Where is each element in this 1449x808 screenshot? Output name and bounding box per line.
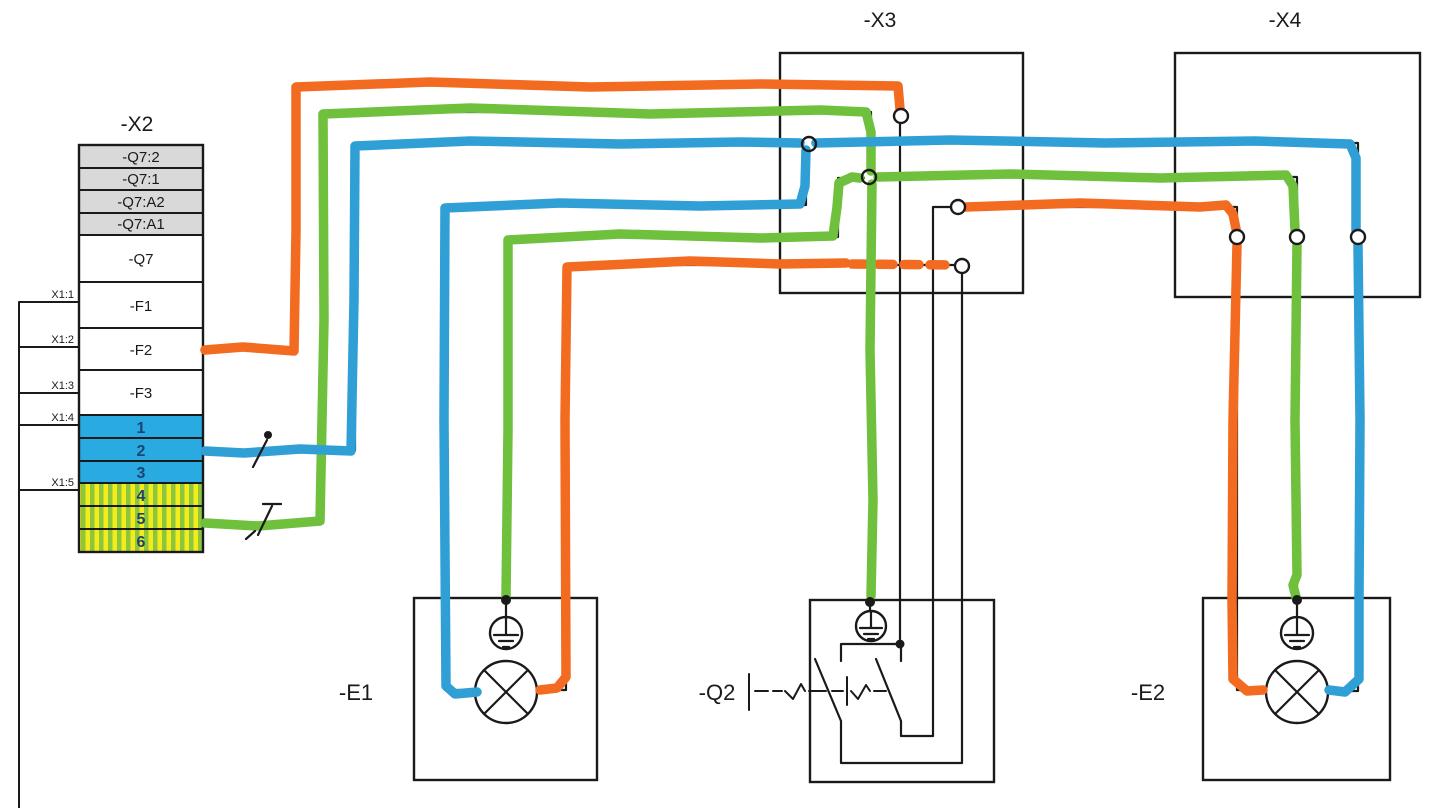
q2-earth-dot — [865, 597, 875, 607]
x2-row-label: -F3 — [130, 385, 153, 402]
x1-reference-bracket — [18, 301, 80, 808]
switch-mark-icon — [251, 438, 269, 469]
x1-ref-label: X1:4 — [51, 412, 74, 424]
wire-green-x4-to-e2 — [1288, 240, 1302, 602]
x2-row-label: 1 — [137, 420, 146, 437]
blue-neutral-conductors — [200, 135, 1365, 699]
wire-orange-x2f2-to-x3 — [200, 77, 905, 356]
orange-line-conductors — [200, 77, 1268, 696]
wire-green-e1-to-x3 — [501, 172, 865, 601]
x3-terminal — [949, 198, 967, 216]
x2-row-label: 4 — [137, 488, 146, 505]
x2-row — [78, 369, 204, 416]
e2-lamp-icon — [1264, 659, 1330, 725]
x2-row — [78, 234, 204, 283]
x2-row-label: 6 — [137, 534, 146, 551]
e2-earth-dot — [1292, 595, 1302, 605]
x2-row-label: 5 — [137, 511, 146, 528]
x3-terminal — [953, 257, 971, 275]
wire-blue-x2-2-to-x3 — [200, 136, 805, 458]
wire-blue-x3-to-x4 — [811, 135, 1361, 236]
q2-mechanical-linkage — [748, 673, 887, 711]
x2-row-label: -Q7:1 — [122, 171, 160, 188]
q2-junction-dot — [895, 639, 905, 649]
e2-label: -E2 — [1131, 680, 1165, 705]
x2-row-label: -F1 — [130, 298, 153, 315]
wire-orange-x4-to-e2 — [1227, 240, 1268, 696]
labels: -X2 -X3 -X4 -Q7:2 -Q7:1 -Q7:A2 -Q7:A1 -Q… — [51, 9, 1301, 705]
e1-earth-icon — [488, 598, 524, 651]
x2-row-label: -Q7 — [128, 251, 153, 268]
x1-ref-label: X1:1 — [51, 289, 74, 301]
q2-earth-icon — [854, 600, 888, 643]
wire-green-x3-to-q2 — [865, 179, 878, 601]
wire-blue-e1-to-x3 — [439, 145, 811, 699]
terminal-circles — [800, 107, 1367, 275]
wire-blue-x4-to-e2 — [1324, 240, 1365, 697]
wire-green-x3-to-x4 — [873, 169, 1300, 235]
junction-dots — [501, 595, 1302, 649]
e1-earth-dot — [501, 595, 511, 605]
x4-terminal — [1288, 228, 1306, 246]
green-earth-conductors — [200, 103, 1302, 602]
wire-orange-x3-to-x4 — [961, 198, 1241, 234]
wire-orange-e1-to-x3 — [535, 256, 851, 695]
x2-row-label: -Q7:2 — [122, 149, 160, 166]
switch-mark-icon — [244, 502, 283, 541]
q2-label: -Q2 — [699, 680, 736, 705]
x1-ref-label: X1:5 — [51, 477, 74, 489]
x3-terminal — [892, 107, 910, 125]
switch-mark-dot — [264, 431, 272, 439]
x2-row-label: -F2 — [130, 342, 153, 359]
x2-switch-marks — [244, 431, 283, 541]
x1-ref-label: X1:3 — [51, 380, 74, 392]
x3-title: -X3 — [864, 9, 897, 32]
x4-terminal — [1349, 228, 1367, 246]
x3-terminal — [860, 168, 878, 186]
wire-green-x2-5-to-x3 — [200, 103, 876, 531]
e1-lamp-icon — [473, 659, 539, 725]
x4-title: -X4 — [1269, 9, 1302, 32]
x3-terminal — [800, 135, 818, 153]
x2-title: -X2 — [121, 113, 154, 136]
e1-label: -E1 — [339, 680, 373, 705]
x2-row-label: 2 — [137, 443, 146, 460]
x2-row-label: -Q7:A2 — [117, 194, 165, 211]
x2-row-label: 3 — [137, 465, 146, 482]
x2-row — [78, 281, 204, 329]
q2-switch-contacts — [813, 657, 903, 723]
x2-row-label: -Q7:A1 — [117, 216, 165, 233]
e2-earth-icon — [1279, 598, 1315, 651]
x4-terminal — [1228, 228, 1246, 246]
x2-terminal-strip — [77, 143, 205, 554]
x1-ref-label: X1:2 — [51, 334, 74, 346]
